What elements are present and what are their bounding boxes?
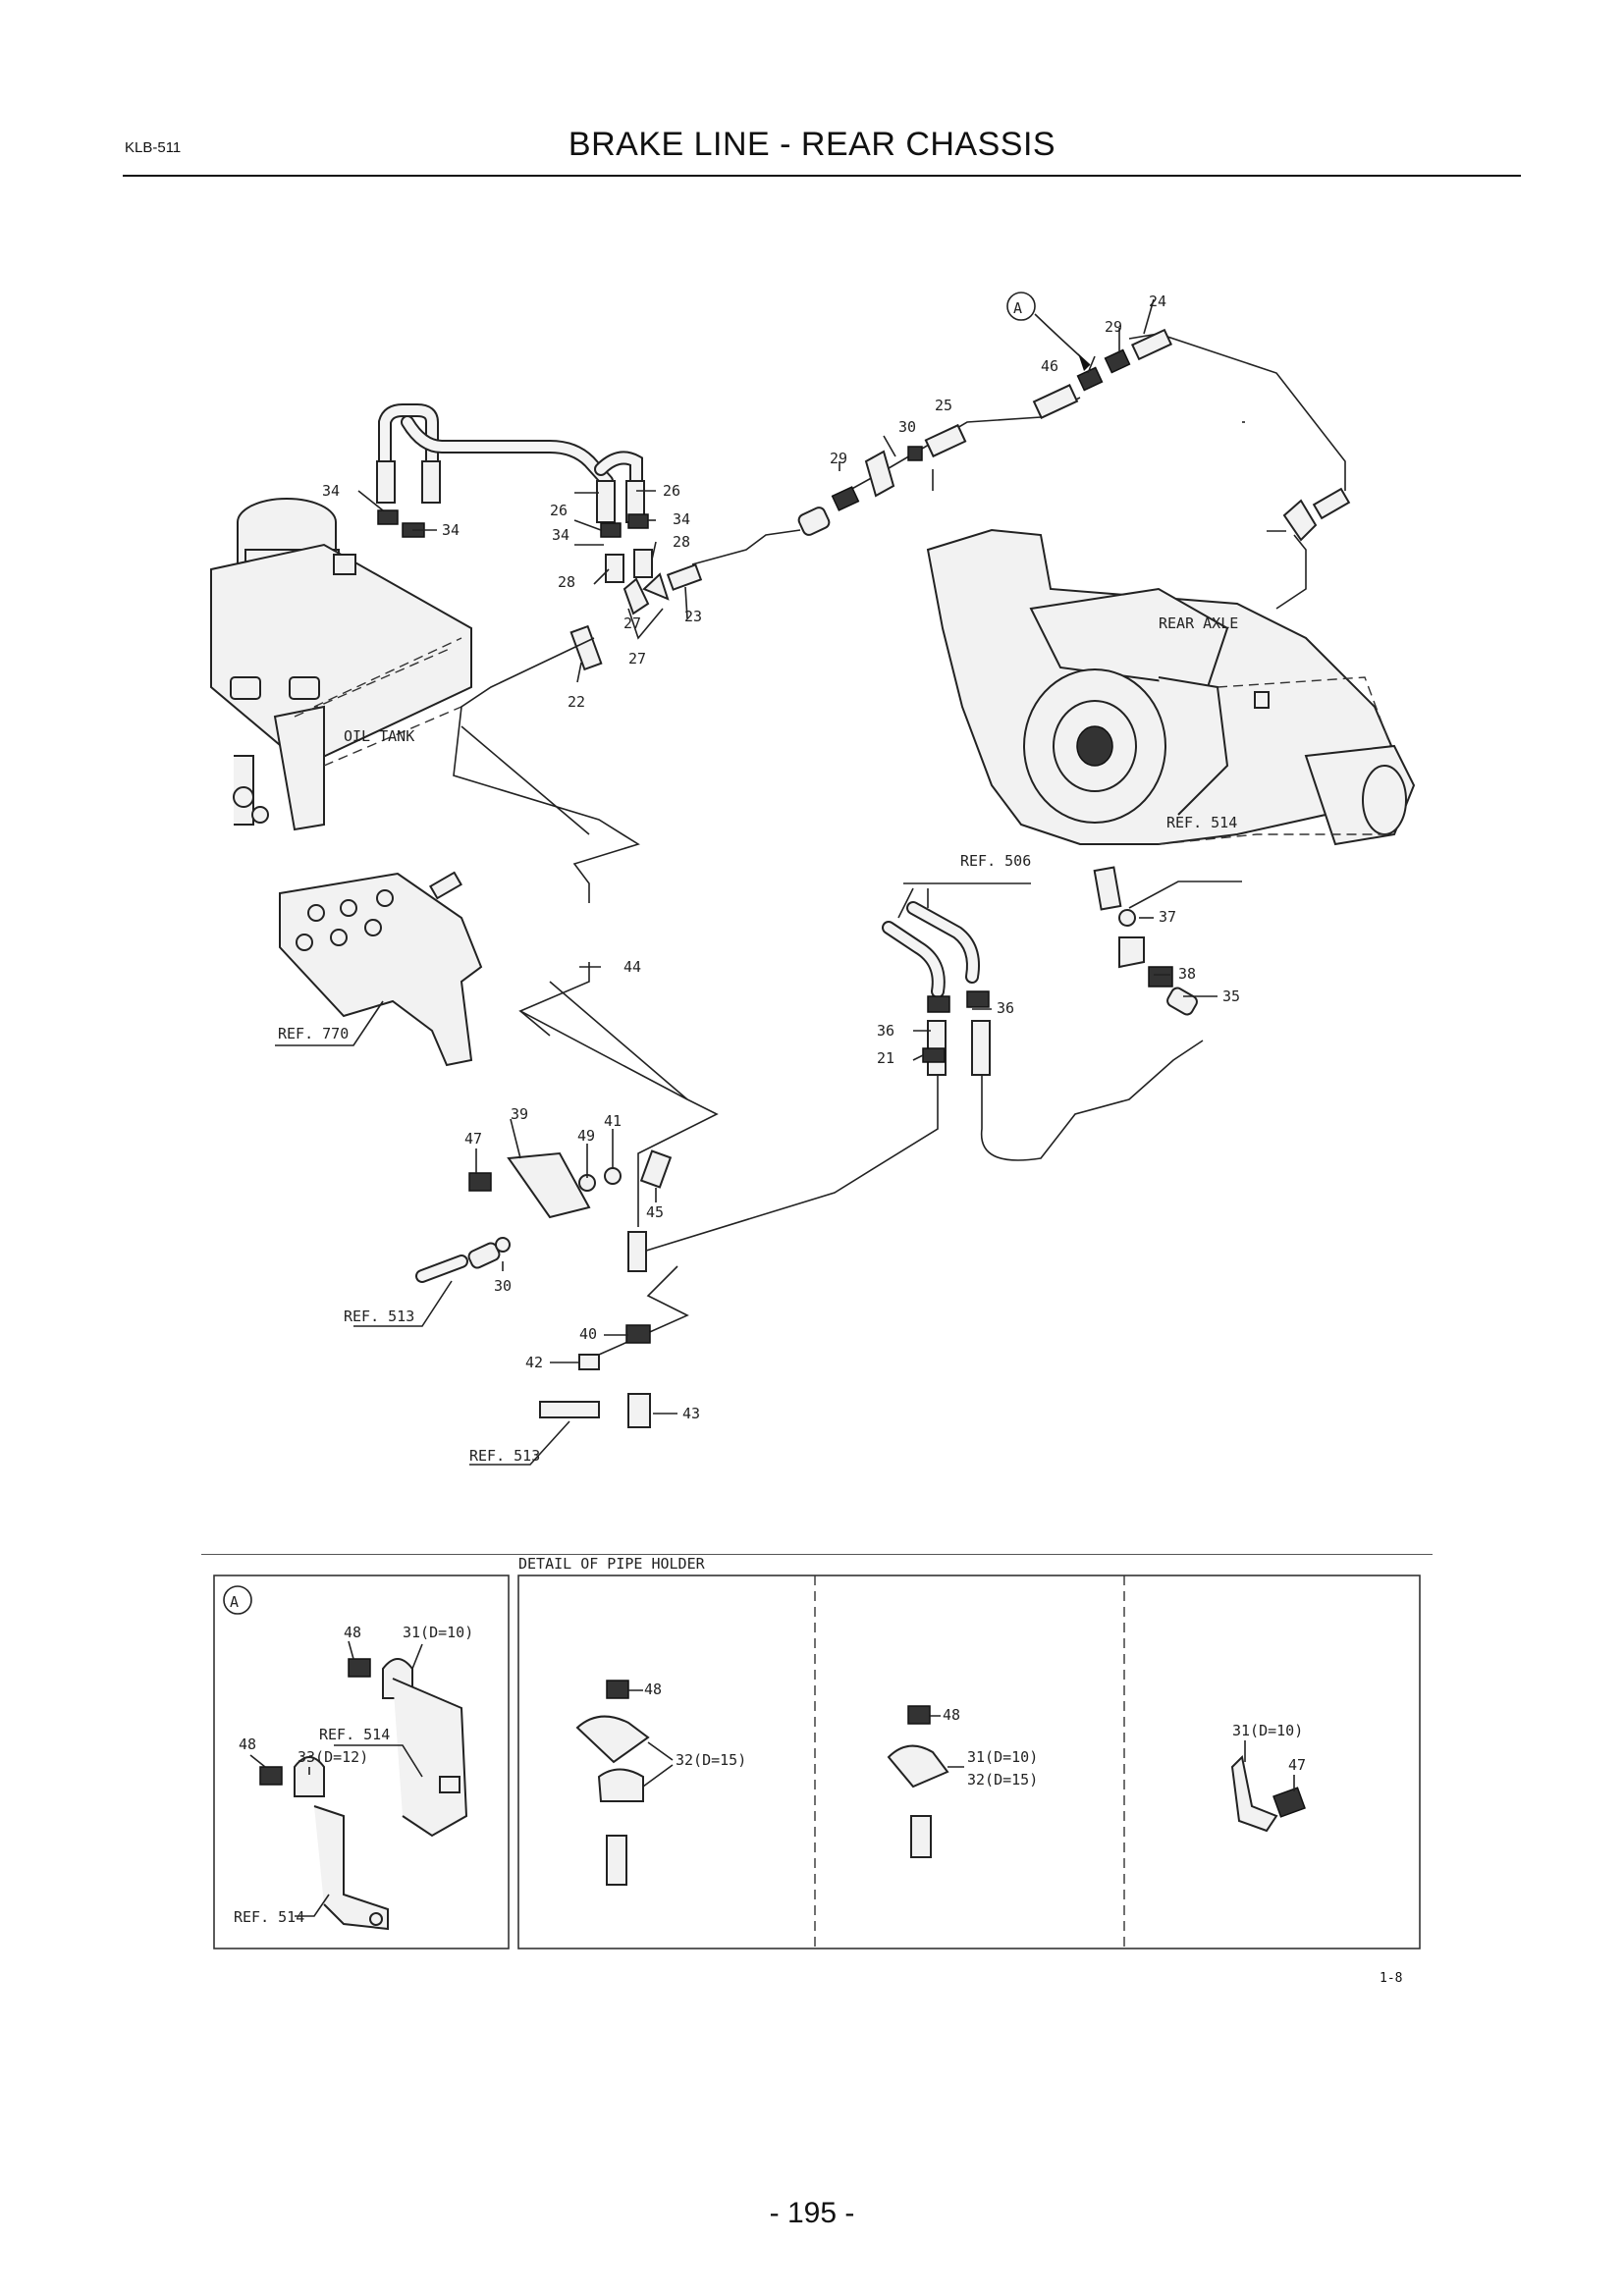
part-number: 49: [577, 1127, 595, 1145]
holder-label: 48: [644, 1681, 662, 1698]
part-number: 34: [442, 521, 460, 539]
oil-tank-label: OIL TANK: [344, 727, 414, 745]
part-number: 30: [898, 418, 916, 436]
part-number: 24: [1149, 293, 1166, 310]
part-number: 40: [579, 1325, 597, 1343]
part-number: 36: [877, 1022, 894, 1040]
part-number: 47: [464, 1130, 482, 1148]
detail-section: A DETAIL OF PIPE HOLDER 48 31(D=10) REF.…: [213, 1555, 1421, 1949]
part-number: 28: [558, 573, 575, 591]
ref-label: REF. 513: [469, 1447, 540, 1465]
part-number: 44: [623, 958, 641, 976]
ref-label: REF. 506: [960, 852, 1031, 870]
ref-514-fittings: [1093, 866, 1198, 1016]
inset-label: REF. 514: [234, 1908, 304, 1926]
holder-label: 32(D=15): [967, 1771, 1038, 1789]
holder-label: 47: [1288, 1756, 1306, 1774]
holder-label: 31(D=10): [1232, 1722, 1303, 1739]
part-number: 46: [1041, 357, 1058, 375]
part-number: 43: [682, 1405, 700, 1422]
part-number: 22: [568, 693, 585, 711]
part-number: 29: [830, 450, 847, 467]
view-arrow-a: A: [1006, 292, 1091, 371]
page-title: BRAKE LINE - REAR CHASSIS: [568, 126, 1056, 163]
main-labels: 24 29 46 25 30 29 34 34 26 26 34 34 28 2…: [278, 293, 1240, 1465]
leader-lines: [275, 298, 1286, 1466]
part-number: 39: [511, 1105, 528, 1123]
inset-label: 48: [344, 1624, 361, 1641]
oil-tank-assembly: [210, 498, 472, 831]
part-number: 38: [1178, 965, 1196, 983]
section-divider: [201, 1554, 1433, 1555]
ref-506-hoses: [882, 901, 991, 1076]
part-number: 28: [673, 533, 690, 551]
ref-label: REF. 513: [344, 1308, 414, 1325]
brake-hoses: [378, 403, 643, 498]
holder-label: 48: [943, 1706, 960, 1724]
bracket-ref-770: [279, 871, 483, 1067]
ref-label: REF. 514: [1166, 814, 1237, 831]
part-number: 21: [877, 1049, 894, 1067]
part-number: 34: [552, 526, 569, 544]
part-number: 34: [673, 510, 690, 528]
part-number: 41: [604, 1112, 622, 1130]
rear-axle-label: REAR AXLE: [1159, 614, 1238, 632]
part-number: 26: [550, 502, 568, 519]
part-number: 35: [1222, 988, 1240, 1005]
part-number: 42: [525, 1354, 543, 1371]
inset-label: REF. 514: [319, 1726, 390, 1743]
figure-code: 1-8: [1380, 1971, 1403, 1986]
line-connectors: [797, 328, 1351, 542]
ref-label: REF. 770: [278, 1025, 349, 1042]
holder-label: 32(D=15): [676, 1751, 746, 1769]
inset-label: 33(D=12): [298, 1748, 368, 1766]
part-number: 23: [684, 608, 702, 625]
part-number: 45: [646, 1203, 664, 1221]
brake-pipe-lines: [453, 333, 1346, 1356]
part-number: 37: [1159, 908, 1176, 926]
fittings-group: [377, 509, 703, 671]
part-number: 27: [628, 650, 646, 667]
part-number: 26: [663, 482, 680, 500]
part-number: 29: [1105, 318, 1122, 336]
part-number: 36: [997, 999, 1014, 1017]
rear-axle-assembly: [926, 528, 1416, 846]
detail-holder-frame: [517, 1575, 1421, 1949]
header-rule: [123, 175, 1521, 177]
part-number: 30: [494, 1277, 512, 1295]
page-number: - 195 -: [769, 2197, 855, 2229]
inset-label: 48: [239, 1735, 256, 1753]
inset-label: 31(D=10): [403, 1624, 473, 1641]
holder-label: 31(D=10): [967, 1748, 1038, 1766]
part-number: 27: [623, 614, 641, 632]
detail-inset-a-frame: [213, 1575, 510, 1949]
tee-fittings: [539, 1231, 651, 1428]
detail-title: DETAIL OF PIPE HOLDER: [518, 1555, 706, 1573]
view-marker-a: A: [1013, 299, 1022, 317]
detail-marker-a: A: [230, 1593, 239, 1611]
part-number: 34: [322, 482, 340, 500]
catalog-code: KLB-511: [125, 139, 182, 156]
part-number: 25: [935, 397, 952, 414]
clip-bracket-39: [415, 1149, 673, 1283]
